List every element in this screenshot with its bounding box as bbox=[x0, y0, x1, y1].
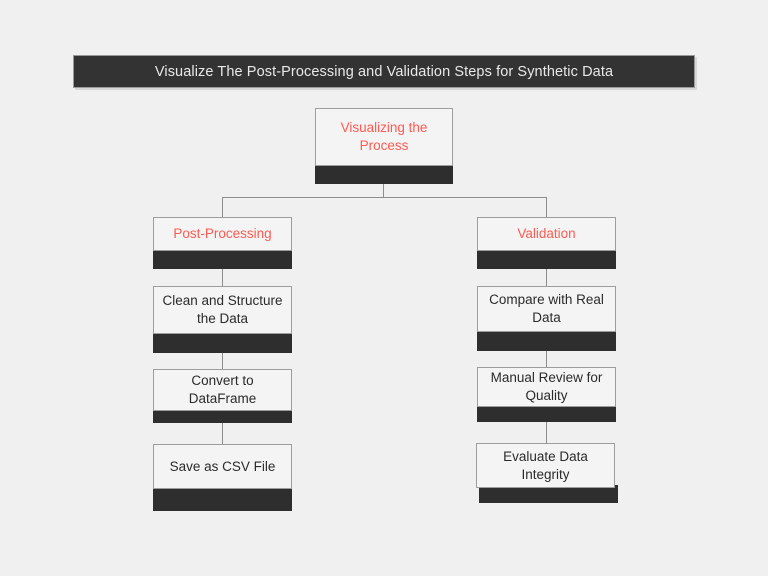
node-compare-with-real-data[interactable]: Compare with Real Data bbox=[477, 286, 616, 351]
node-visualizing-the-process-box[interactable]: Visualizing the Process bbox=[315, 108, 453, 166]
node-evaluate-data-integrity[interactable]: Evaluate Data Integrity bbox=[476, 443, 618, 503]
node-convert-to-dataframe-label: Convert to DataFrame bbox=[188, 373, 257, 406]
node-compare-with-real-data-footer bbox=[477, 332, 616, 351]
node-save-as-csv-file-label: Save as CSV File bbox=[169, 458, 276, 474]
page-title-text: Visualize The Post-Processing and Valida… bbox=[154, 63, 614, 80]
connector-left-2 bbox=[222, 352, 223, 369]
node-evaluate-data-integrity-box[interactable]: Evaluate Data Integrity bbox=[476, 443, 615, 488]
node-validation-footer bbox=[477, 251, 616, 269]
node-evaluate-data-integrity-label: Evaluate Data Integrity bbox=[503, 448, 588, 482]
node-visualizing-the-process-footer bbox=[315, 166, 453, 184]
node-manual-review-for-quality-label: Manual Review for Quality bbox=[490, 370, 603, 403]
node-post-processing-footer bbox=[153, 251, 292, 269]
node-evaluate-data-integrity-footer bbox=[479, 485, 618, 503]
node-clean-and-structure-the-data[interactable]: Clean and Structure the Data bbox=[153, 286, 292, 353]
node-validation-label: Validation bbox=[517, 226, 576, 241]
node-save-as-csv-file[interactable]: Save as CSV File bbox=[153, 444, 292, 511]
node-manual-review-for-quality-footer bbox=[477, 407, 616, 422]
node-post-processing-box[interactable]: Post-Processing bbox=[153, 217, 292, 251]
connector-right-1 bbox=[546, 268, 547, 286]
connector-right-3 bbox=[546, 421, 547, 443]
page-title: Visualize The Post-Processing and Valida… bbox=[73, 55, 695, 88]
node-post-processing-label: Post-Processing bbox=[173, 226, 272, 241]
connector-to-post-processing bbox=[222, 197, 223, 217]
node-visualizing-the-process[interactable]: Visualizing the Process bbox=[315, 108, 453, 184]
connector-left-3 bbox=[222, 423, 223, 444]
node-save-as-csv-file-box[interactable]: Save as CSV File bbox=[153, 444, 292, 489]
node-save-as-csv-file-footer bbox=[153, 489, 292, 511]
connector-root-stem bbox=[383, 183, 384, 198]
node-manual-review-for-quality[interactable]: Manual Review for Quality bbox=[477, 367, 616, 422]
node-clean-and-structure-the-data-box[interactable]: Clean and Structure the Data bbox=[153, 286, 292, 334]
node-convert-to-dataframe-box[interactable]: Convert to DataFrame bbox=[153, 369, 292, 411]
connector-root-split bbox=[222, 197, 547, 198]
node-convert-to-dataframe[interactable]: Convert to DataFrame bbox=[153, 369, 292, 423]
node-manual-review-for-quality-box[interactable]: Manual Review for Quality bbox=[477, 367, 616, 407]
node-validation-box[interactable]: Validation bbox=[477, 217, 616, 251]
connector-right-2 bbox=[546, 350, 547, 367]
node-clean-and-structure-the-data-footer bbox=[153, 334, 292, 353]
node-convert-to-dataframe-footer bbox=[153, 411, 292, 423]
connector-to-validation bbox=[546, 197, 547, 217]
node-compare-with-real-data-box[interactable]: Compare with Real Data bbox=[477, 286, 616, 332]
node-compare-with-real-data-label: Compare with Real Data bbox=[489, 292, 604, 325]
node-post-processing[interactable]: Post-Processing bbox=[153, 217, 292, 269]
node-visualizing-the-process-label: Visualizing the Process bbox=[340, 120, 428, 153]
node-clean-and-structure-the-data-label: Clean and Structure the Data bbox=[162, 293, 283, 326]
connector-left-1 bbox=[222, 268, 223, 286]
node-validation[interactable]: Validation bbox=[477, 217, 616, 269]
